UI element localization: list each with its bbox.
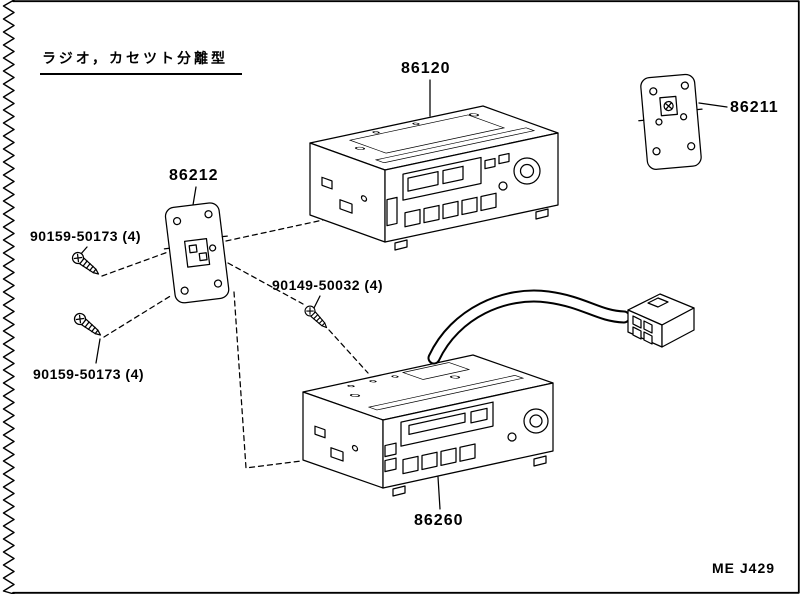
diagram-title: ラジオ，カセツト分離型 xyxy=(40,48,243,75)
part-label-90159-upper: 90159-50173 (4) xyxy=(30,228,142,244)
assembly-dashed-lines xyxy=(101,211,369,469)
part-label-86212: 86212 xyxy=(169,167,219,184)
wiring-harness xyxy=(427,289,631,365)
part-label-86211: 86211 xyxy=(730,99,779,116)
radio-unit-86260 xyxy=(302,354,554,497)
screw-90159-lower xyxy=(71,310,105,340)
screw-90159-upper xyxy=(69,249,103,279)
radio-unit-86120 xyxy=(309,105,559,251)
part-label-90149: 90149-50032 (4) xyxy=(272,277,384,293)
screw-90149 xyxy=(302,303,331,332)
part-label-86120: 86120 xyxy=(401,60,451,77)
bracket-86211 xyxy=(638,73,703,170)
bracket-86212 xyxy=(163,202,230,304)
part-label-86260: 86260 xyxy=(414,512,464,529)
torn-edge-zigzag xyxy=(2,0,15,594)
plate-code: ME J429 xyxy=(712,560,776,576)
connector-plug xyxy=(627,293,695,348)
part-label-90159-lower: 90159-50173 (4) xyxy=(33,366,145,382)
